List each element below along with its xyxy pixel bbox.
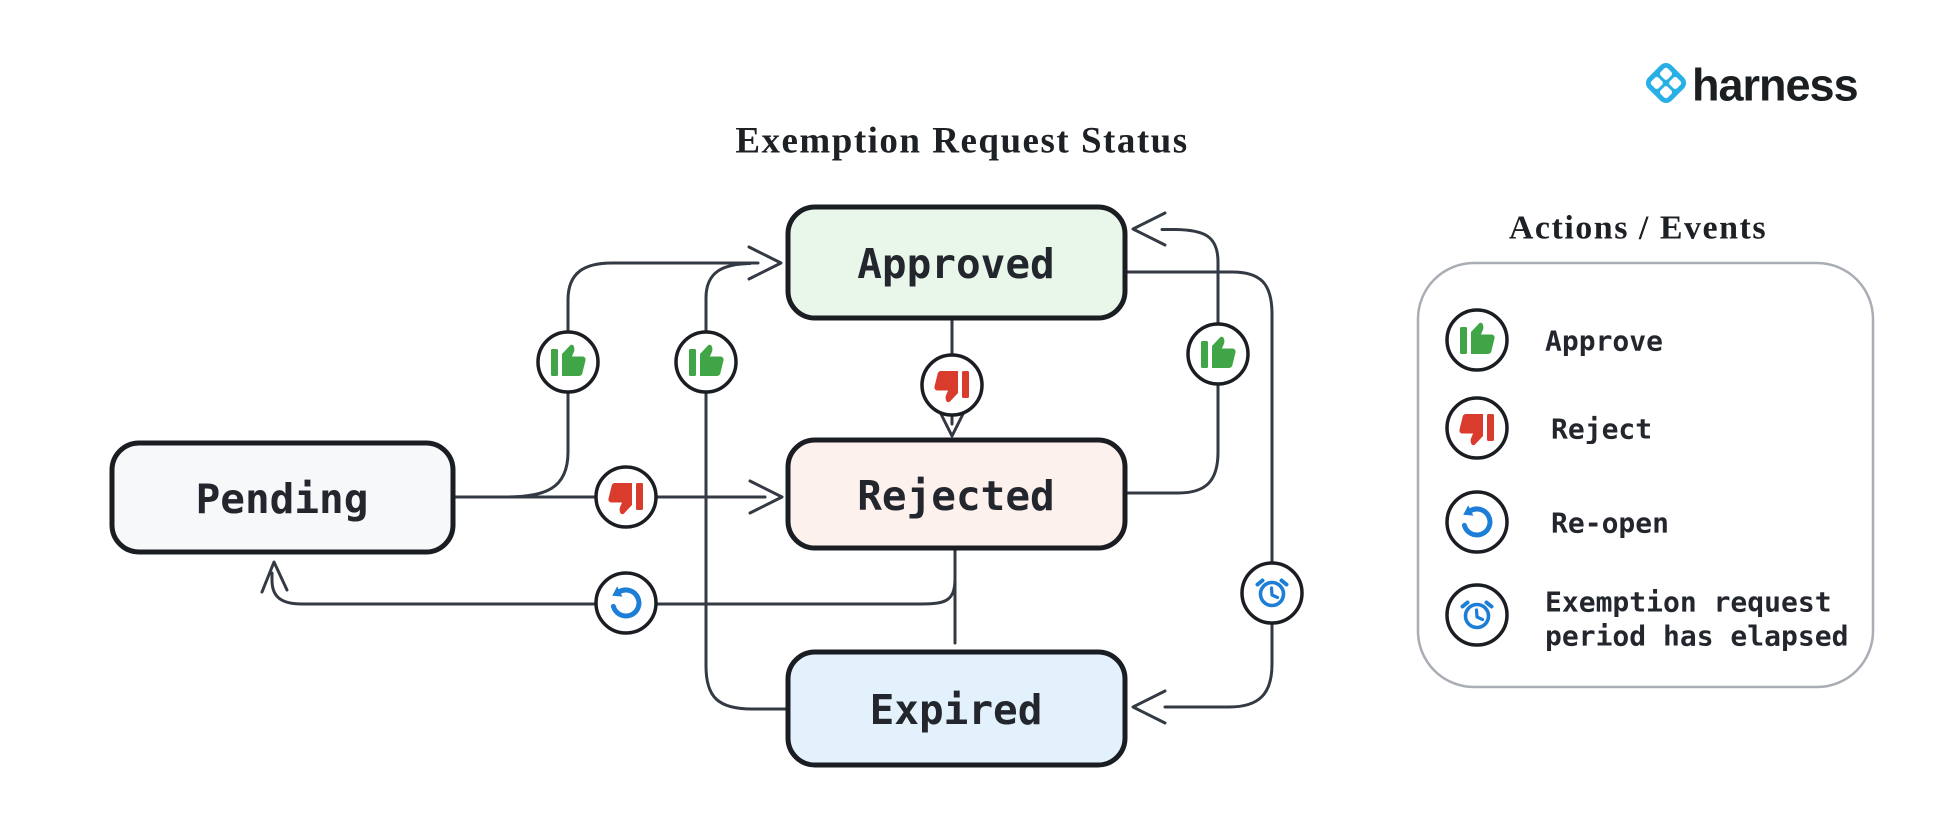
rejected-box bbox=[785, 437, 1128, 551]
edge-expired-to-approved bbox=[704, 262, 790, 711]
legend-label-reopen: Re-open bbox=[1551, 507, 1669, 540]
badge-circle bbox=[594, 571, 658, 635]
legend-item-reopen bbox=[1445, 490, 1509, 554]
legend-item-elapsed bbox=[1445, 583, 1509, 647]
arrowhead-into-pending-bottom bbox=[260, 560, 289, 594]
expired-label: Expired bbox=[870, 686, 1043, 734]
arrowhead-into-approved-left bbox=[747, 245, 783, 281]
legend-title: Actions / Events bbox=[1509, 210, 1767, 247]
arrowhead-into-rejected-left bbox=[748, 479, 784, 515]
logo-diamond bbox=[1645, 62, 1687, 104]
legend-label-elapsed-line1: Exemption request bbox=[1545, 586, 1832, 619]
logo-hole bbox=[1659, 67, 1673, 80]
approved-label: Approved bbox=[857, 240, 1054, 288]
legend-item-reject bbox=[1445, 396, 1509, 460]
harness-logo-icon bbox=[1645, 62, 1687, 104]
approve-badge-rejected-approved bbox=[1186, 322, 1250, 386]
pending-box bbox=[109, 440, 456, 555]
badge-circle bbox=[1445, 490, 1509, 554]
edges bbox=[260, 211, 1274, 725]
rejected-label: Rejected bbox=[857, 472, 1054, 520]
legend-label-approve: Approve bbox=[1545, 325, 1663, 358]
approved-box bbox=[785, 204, 1128, 321]
diagram-title: Exemption Request Status bbox=[735, 121, 1188, 162]
legend-panel-box bbox=[1416, 261, 1875, 689]
reject-badge-approved-rejected bbox=[920, 353, 984, 417]
reopen-badge-rejected-pending bbox=[594, 571, 658, 635]
reject-badge-pending-rejected bbox=[594, 465, 658, 529]
state-node-approved: Approved bbox=[785, 204, 1128, 321]
edge-pending-to-approved bbox=[503, 261, 760, 499]
harness-logo: harness bbox=[1645, 60, 1859, 111]
logo-hole bbox=[1650, 76, 1663, 90]
approve-badge-pending-approved bbox=[536, 330, 600, 394]
legend-label-reject: Reject bbox=[1551, 413, 1652, 446]
harness-wordmark: harness bbox=[1692, 60, 1858, 111]
legend-label-elapsed-line2: period has elapsed bbox=[1545, 620, 1848, 653]
edge-approved-to-expired bbox=[1123, 270, 1274, 709]
legend-panel: Approve Reject Re-open Exemption request… bbox=[1416, 261, 1875, 689]
state-node-expired: Expired bbox=[785, 649, 1128, 768]
edge-action-badges bbox=[536, 322, 1304, 635]
state-nodes: Pending Approved Rejected Expired bbox=[109, 204, 1128, 768]
elapsed-badge-approved-expired bbox=[1240, 561, 1304, 625]
expired-box bbox=[785, 649, 1128, 768]
legend-item-approve bbox=[1445, 308, 1509, 372]
state-node-pending: Pending bbox=[109, 440, 456, 555]
arrowhead-into-expired-right bbox=[1131, 689, 1167, 725]
pending-label: Pending bbox=[196, 475, 369, 523]
state-node-rejected: Rejected bbox=[785, 437, 1128, 551]
arrowhead-into-approved-right bbox=[1131, 211, 1167, 247]
approve-badge-expired-approved bbox=[674, 330, 738, 394]
logo-hole bbox=[1669, 76, 1682, 90]
logo-hole bbox=[1659, 86, 1673, 99]
